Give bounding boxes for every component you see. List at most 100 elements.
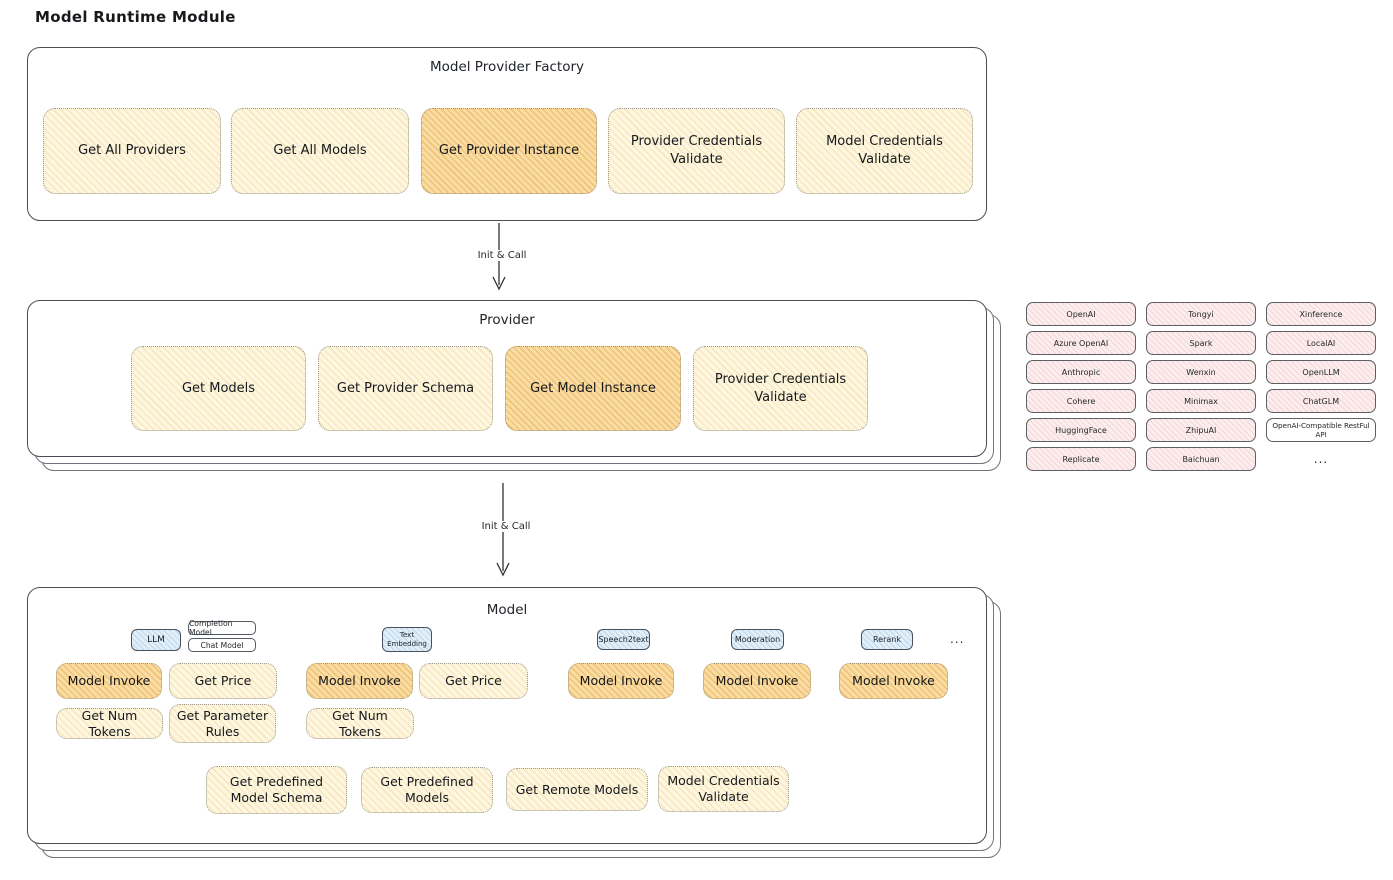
provider-chip-label: LocalAI <box>1306 338 1336 348</box>
provider-chip: LocalAI <box>1266 331 1376 355</box>
provider-chip: Replicate <box>1026 447 1136 471</box>
provider-chip: Cohere <box>1026 389 1136 413</box>
tab-text-embedding: Text Embedding <box>382 627 432 652</box>
provider-chip: Baichuan <box>1146 447 1256 471</box>
tab-label: Completion Model <box>189 619 233 637</box>
btn-te-get-price: Get Price <box>419 663 528 699</box>
provider-chip-label: Cohere <box>1066 396 1096 406</box>
btn-get-remote-models: Get Remote Models <box>506 768 648 811</box>
provider-chip-label: Replicate <box>1062 454 1100 464</box>
node-model-credentials-validate: Model Credentials Validate <box>796 108 973 194</box>
btn-label: Get Parameter Rules <box>176 707 269 739</box>
provider-chip-label: OpenAI <box>1066 309 1096 319</box>
provider-chip-label: Tongyi <box>1188 309 1214 319</box>
provider-chip: Anthropic <box>1026 360 1136 384</box>
btn-te-get-num-tokens: Get Num Tokens <box>306 708 414 739</box>
tab-label: Moderation <box>734 635 781 644</box>
tab-label: Chat Model <box>200 640 244 650</box>
provider-chip-label: HuggingFace <box>1055 425 1107 435</box>
node-get-provider-schema: Get Provider Schema <box>318 346 493 431</box>
node-provider-credentials-validate: Provider Credentials Validate <box>608 108 785 194</box>
tab-label: LLM <box>147 635 165 645</box>
provider-chip: ZhipuAI <box>1146 418 1256 442</box>
tabs-more-ellipsis: ... <box>950 632 965 646</box>
node-get-all-models: Get All Models <box>231 108 409 194</box>
btn-label: Model Invoke <box>852 673 935 689</box>
btn-te-model-invoke: Model Invoke <box>306 663 413 699</box>
provider-chip: Azure OpenAI <box>1026 331 1136 355</box>
btn-rerank-model-invoke: Model Invoke <box>839 663 948 699</box>
node-label: Get Models <box>181 380 256 396</box>
node-get-provider-instance: Get Provider Instance <box>421 108 597 194</box>
provider-chip-label: Xinference <box>1299 309 1343 319</box>
provider-chip-label: Wenxin <box>1186 367 1216 377</box>
provider-chip: OpenLLM <box>1266 360 1376 384</box>
provider-chip: Wenxin <box>1146 360 1256 384</box>
btn-label: Model Invoke <box>318 673 401 689</box>
provider-chip-label: OpenAI-Compatible RestFul API <box>1272 421 1370 439</box>
btn-llm-get-price: Get Price <box>169 663 277 699</box>
btn-label: Get Num Tokens <box>332 707 388 739</box>
btn-s2t-model-invoke: Model Invoke <box>568 663 674 699</box>
btn-get-predefined-model-schema: Get Predefined Model Schema <box>206 766 347 814</box>
tab-label: Rerank <box>872 635 901 644</box>
btn-label: Model Invoke <box>715 673 799 689</box>
btn-llm-model-invoke: Model Invoke <box>56 663 162 699</box>
provider-chip-label: ZhipuAI <box>1185 425 1217 435</box>
btn-label: Get Predefined Models <box>380 774 474 805</box>
provider-chip: Spark <box>1146 331 1256 355</box>
node-label: Model Credentials Validate <box>826 134 943 167</box>
provider-chip: Tongyi <box>1146 302 1256 326</box>
arrow-label-init-call-1: Init & Call <box>468 250 536 261</box>
tab-rerank: Rerank <box>861 629 913 650</box>
provider-chip-label: Azure OpenAI <box>1053 338 1109 348</box>
provider-chip-label: Spark <box>1189 338 1213 348</box>
model-provider-factory-panel: Model Provider Factory Get All Providers… <box>27 47 987 221</box>
tab-chat-model: Chat Model <box>188 638 256 652</box>
tab-label: Text Embedding <box>387 631 427 648</box>
btn-label: Get Price <box>194 673 252 689</box>
provider-chip: OpenAI <box>1026 302 1136 326</box>
tab-llm: LLM <box>131 629 181 651</box>
btn-label: Get Price <box>445 673 502 689</box>
provider-list: OpenAI Tongyi Xinference Azure OpenAI Sp… <box>1026 302 1376 471</box>
btn-moderation-model-invoke: Model Invoke <box>703 663 811 699</box>
provider-chip-openai-compatible: OpenAI-Compatible RestFul API <box>1266 418 1376 442</box>
btn-label: Get Remote Models <box>515 781 639 797</box>
node-label: Provider Credentials Validate <box>630 134 763 167</box>
btn-label: Get Predefined Model Schema <box>229 774 324 805</box>
page-title: Model Runtime Module <box>35 8 236 26</box>
tab-moderation: Moderation <box>731 629 784 650</box>
btn-get-predefined-models: Get Predefined Models <box>361 767 493 813</box>
node-provider-credentials-validate-2: Provider Credentials Validate <box>693 346 868 431</box>
provider-chip: HuggingFace <box>1026 418 1136 442</box>
node-label: Get Model Instance <box>530 380 656 396</box>
arrow-provider-to-model <box>496 483 510 577</box>
node-label: Get All Models <box>273 143 367 159</box>
provider-chip-label: ... <box>1313 452 1329 466</box>
model-title: Model <box>486 602 528 618</box>
btn-label: Model Credentials Validate <box>667 773 780 804</box>
provider-chip-more-ellipsis: ... <box>1266 447 1376 471</box>
provider-chip: Minimax <box>1146 389 1256 413</box>
btn-label: Get Num Tokens <box>81 707 138 739</box>
node-get-model-instance: Get Model Instance <box>505 346 681 431</box>
btn-model-credentials-validate: Model Credentials Validate <box>658 766 789 812</box>
btn-label: Model Invoke <box>579 673 663 689</box>
provider-chip-label: Baichuan <box>1182 454 1220 464</box>
tab-completion-model: Completion Model <box>188 619 256 637</box>
tab-label: Speech2text <box>598 635 649 644</box>
model-provider-factory-title: Model Provider Factory <box>429 59 584 75</box>
btn-llm-get-num-tokens: Get Num Tokens <box>56 708 163 739</box>
provider-panel: Provider Get Models Get Provider Schema … <box>27 300 987 457</box>
node-get-all-providers: Get All Providers <box>43 108 221 194</box>
tab-speech2text: Speech2text <box>597 629 650 650</box>
btn-label: Model Invoke <box>67 673 151 689</box>
provider-chip: Xinference <box>1266 302 1376 326</box>
btn-llm-get-parameter-rules: Get Parameter Rules <box>169 704 276 743</box>
model-panel: Model LLM Completion Model Chat Model Te… <box>27 587 987 844</box>
provider-chip-label: OpenLLM <box>1302 367 1340 377</box>
node-label: Get Provider Instance <box>438 143 580 159</box>
node-label: Get All Providers <box>78 143 186 159</box>
